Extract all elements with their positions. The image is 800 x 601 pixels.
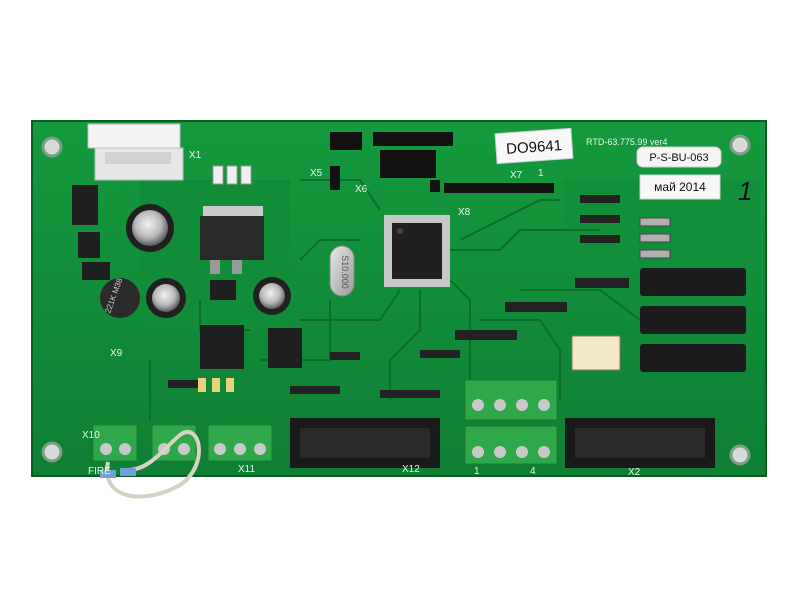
power-inductor: 221K M38 bbox=[100, 277, 140, 318]
date-sticker: май 2014 bbox=[639, 174, 721, 200]
crystal-oscillator: S10.000 bbox=[329, 245, 355, 297]
smd-chips bbox=[72, 185, 302, 369]
x10-label: X10 bbox=[82, 430, 100, 441]
x5-label: X5 bbox=[310, 168, 323, 179]
date-text: май 2014 bbox=[654, 180, 706, 194]
x1-label: X1 bbox=[189, 150, 202, 161]
optocoupler-chip bbox=[571, 335, 621, 371]
part-number-text: P-S-BU-063 bbox=[649, 152, 708, 164]
screw-terminals bbox=[92, 379, 558, 465]
white-resistors bbox=[212, 165, 252, 185]
x11-label: X11 bbox=[238, 464, 255, 475]
terminal-pin-4-label: 4 bbox=[530, 466, 536, 477]
serial-sticker: DO9641 bbox=[494, 127, 574, 165]
x12-label: X12 bbox=[402, 464, 420, 475]
voltage-regulator bbox=[200, 206, 264, 274]
smd-passives bbox=[168, 195, 629, 398]
x6-label: X6 bbox=[355, 184, 368, 195]
board-model-text: RTD-63.775.99 ver4 bbox=[586, 137, 667, 147]
fire-label: FIRE bbox=[88, 466, 111, 477]
crystal-marking: S10.000 bbox=[340, 255, 350, 289]
pin-headers bbox=[330, 132, 554, 193]
electrolytic-capacitors bbox=[126, 204, 291, 318]
x7-label: X7 bbox=[510, 170, 523, 181]
handwritten-mark: 1 bbox=[738, 176, 752, 206]
reed-relays bbox=[640, 268, 746, 372]
terminal-pin-1-label: 1 bbox=[474, 466, 480, 477]
mounting-holes bbox=[41, 134, 751, 466]
part-sticker: P-S-BU-063 bbox=[636, 146, 722, 168]
x2-label: X2 bbox=[628, 467, 641, 478]
x1-white-connector bbox=[87, 123, 184, 181]
jumper-wire bbox=[100, 430, 201, 499]
x9-label: X9 bbox=[110, 348, 123, 359]
serial-text: DO9641 bbox=[506, 137, 563, 158]
idc-connectors bbox=[290, 418, 715, 468]
pin1-mark: 1 bbox=[538, 168, 544, 179]
x8-label: X8 bbox=[458, 207, 471, 218]
smd-diodes bbox=[198, 217, 671, 392]
microcontroller-chip bbox=[384, 215, 450, 287]
silkscreen-labels: X1 X5 X6 X7 X8 X9 X10 X11 X12 X2 1 FIRE … bbox=[82, 137, 667, 478]
